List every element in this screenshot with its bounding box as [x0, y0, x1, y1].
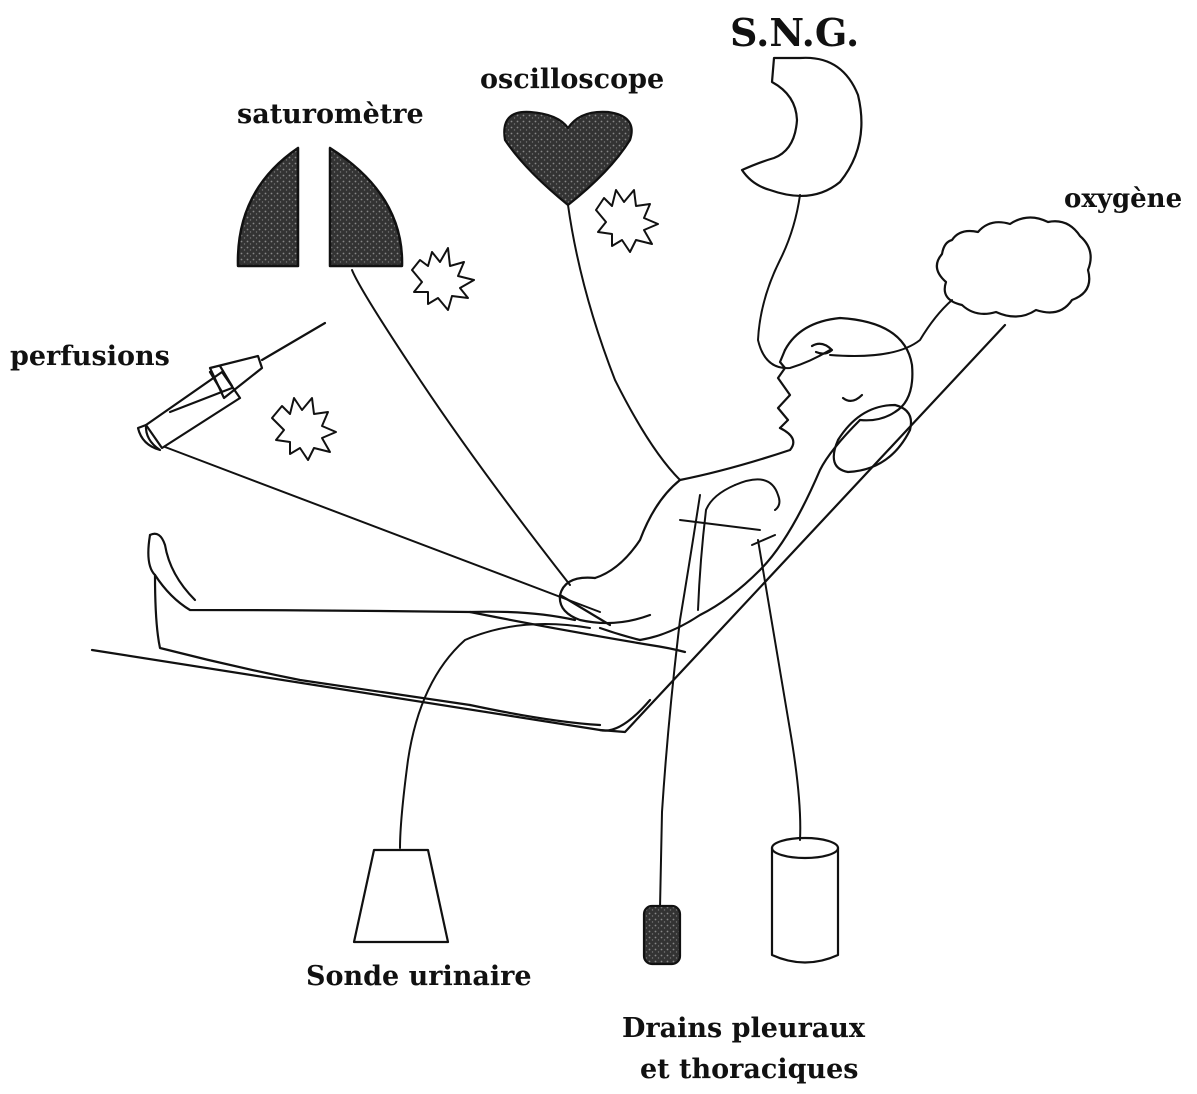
- lungs-icon: [238, 148, 402, 266]
- drain-cylinder-icon: [772, 838, 838, 963]
- label-oxygene: oxygène: [1064, 186, 1182, 212]
- drain-tube-2: [735, 479, 779, 510]
- drain-tube-3: [758, 540, 800, 840]
- label-drains-line2: et thoraciques: [640, 1056, 858, 1083]
- heart-icon: [504, 112, 631, 205]
- stomach-icon: [742, 58, 861, 196]
- saturometer-wire: [352, 270, 570, 585]
- label-sonde-urinaire: Sonde urinaire: [306, 963, 532, 990]
- patient: [148, 318, 912, 725]
- oscilloscope-wire: [568, 205, 680, 480]
- label-sng: S.N.G.: [730, 14, 859, 52]
- collection-bag-icon: [354, 850, 448, 942]
- drain-bottle-icon: [644, 906, 680, 964]
- label-oscilloscope: oscilloscope: [480, 66, 664, 93]
- drain-tube-1: [660, 495, 700, 908]
- label-saturometre: saturomètre: [237, 101, 424, 128]
- bed: [92, 325, 1005, 732]
- connection-lines: [165, 195, 952, 908]
- oxygen-tube: [830, 300, 952, 356]
- perfusion-tube: [165, 447, 600, 612]
- sng-tube: [758, 195, 830, 368]
- urinary-tube: [400, 624, 590, 848]
- label-perfusions: perfusions: [10, 343, 170, 370]
- label-drains-line1: Drains pleuraux: [622, 1015, 865, 1042]
- cloud-icon: [937, 217, 1091, 316]
